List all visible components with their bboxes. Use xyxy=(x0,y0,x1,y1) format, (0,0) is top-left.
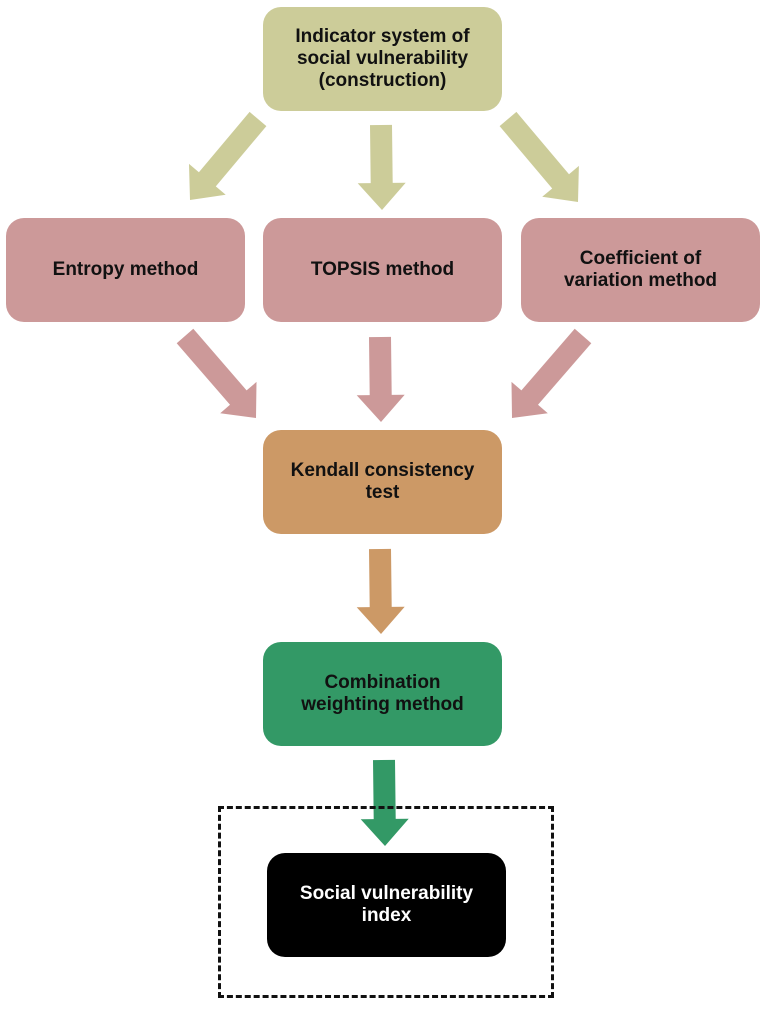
node-indicator-system: Indicator system of social vulnerability… xyxy=(263,7,502,111)
node-kendall-test: Kendall consistency test xyxy=(263,430,502,534)
node-topsis-method: TOPSIS method xyxy=(263,218,502,322)
arrow-cov-to-kendall xyxy=(511,328,592,418)
arrow-indicator-to-topsis xyxy=(357,124,406,210)
node-social-vulnerability-index: Social vulnerability index xyxy=(267,853,506,957)
arrow-combination-to-svi xyxy=(360,759,409,846)
node-social-vulnerability-index-label: Social vulnerability index xyxy=(299,883,474,926)
node-coefficient-of-variation: Coefficient of variation method xyxy=(521,218,760,322)
arrow-indicator-to-entropy xyxy=(189,111,267,200)
arrow-indicator-to-cov xyxy=(499,111,579,202)
node-combination-weighting: Combination weighting method xyxy=(263,642,502,746)
arrow-topsis-to-kendall xyxy=(356,336,405,422)
node-combination-weighting-label: Combination weighting method xyxy=(301,672,464,715)
node-entropy-method-label: Entropy method xyxy=(52,259,199,280)
node-coefficient-of-variation-label: Coefficient of variation method xyxy=(563,248,718,291)
arrow-entropy-to-kendall xyxy=(176,328,257,418)
node-topsis-method-label: TOPSIS method xyxy=(310,259,455,280)
output-dashed-frame xyxy=(218,806,554,998)
node-indicator-system-label: Indicator system of social vulnerability… xyxy=(295,26,470,91)
node-kendall-test-label: Kendall consistency test xyxy=(290,460,475,503)
node-entropy-method: Entropy method xyxy=(6,218,245,322)
arrow-kendall-to-combination xyxy=(356,548,405,634)
